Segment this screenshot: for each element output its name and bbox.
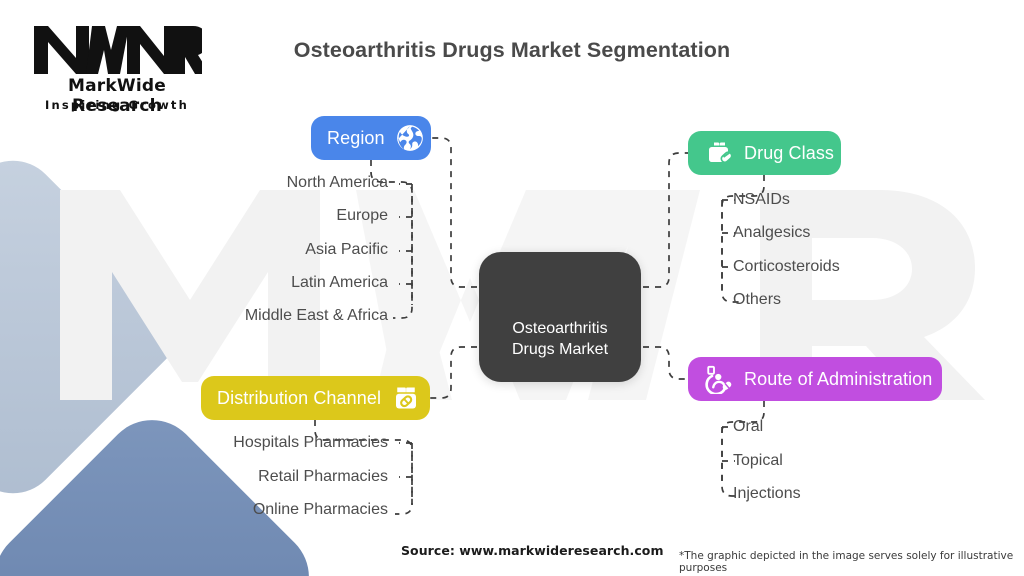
disclaimer-text: *The graphic depicted in the image serve… [679, 550, 1014, 574]
logo-tagline: Inspiring Growth [44, 98, 190, 112]
logo-brand-name: MarkWide Research [68, 76, 166, 116]
leaf-distribution-0: Hospitals Pharmacies [233, 434, 388, 451]
center-node-line1: Osteoarthritis [512, 320, 608, 337]
center-node-line2: Drugs Market [511, 341, 609, 358]
branch-pill-distribution-label: Distribution Channel [217, 387, 382, 408]
mwr-monogram-icon [32, 24, 210, 76]
branch-pill-drug-class-label: Drug Class [744, 142, 835, 163]
leaf-drug-class-0: NSAIDs [733, 191, 790, 208]
patient-pill-icon [704, 364, 734, 396]
leaf-route-0: Oral [733, 418, 764, 435]
globe-icon [395, 123, 425, 153]
center-node: Osteoarthritis Drugs Market [479, 252, 641, 382]
branch-pill-route-label: Route of Administration [744, 368, 933, 389]
leaf-region-0: North America [286, 174, 388, 191]
leaf-region-4: Middle East & Africa [244, 307, 388, 324]
leaf-distribution-1: Retail Pharmacies [258, 468, 388, 485]
source-text: Source: www.markwideresearch.com [401, 543, 664, 558]
leaf-drug-class-1: Analgesics [733, 224, 811, 241]
medical-kit-icon [391, 383, 421, 413]
page-title: Osteoarthritis Drugs Market Segmentation [293, 38, 731, 62]
leaf-route-2: Injections [733, 485, 801, 502]
leaf-region-1: Europe [336, 207, 388, 224]
leaf-distribution-2: Online Pharmacies [252, 501, 388, 518]
leaf-drug-class-3: Others [733, 291, 782, 308]
branch-pill-region[interactable]: Region [311, 116, 431, 160]
branch-pill-drug-class[interactable]: Drug Class [688, 131, 841, 175]
leaf-route-1: Topical [733, 452, 783, 469]
company-logo: MarkWide Research Inspiring Growth [22, 24, 212, 124]
leaf-drug-class-2: Corticosteroids [733, 258, 840, 275]
branch-pill-route[interactable]: Route of Administration [688, 357, 942, 401]
center-node-text: Osteoarthritis Drugs Market [479, 318, 641, 360]
leaf-region-3: Latin America [291, 274, 388, 291]
medical-bag-icon [704, 138, 734, 168]
branch-pill-region-label: Region [327, 127, 385, 148]
branch-pill-distribution[interactable]: Distribution Channel [201, 376, 430, 420]
leaf-region-2: Asia Pacific [305, 241, 388, 258]
